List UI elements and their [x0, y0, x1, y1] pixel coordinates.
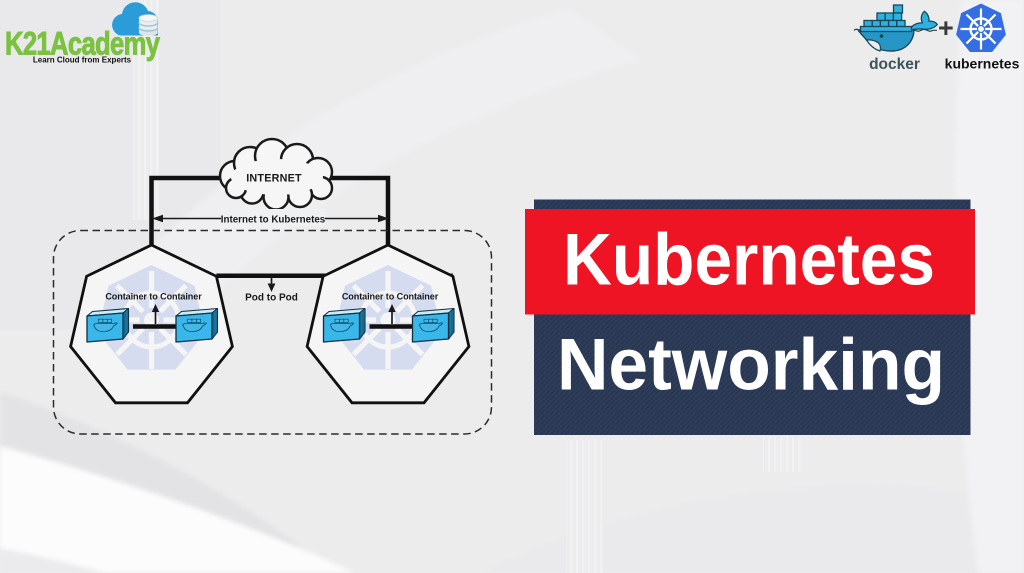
svg-text:docker: docker — [869, 56, 920, 73]
svg-text:INTERNET: INTERNET — [246, 173, 302, 185]
svg-text:Kubernetes: Kubernetes — [563, 218, 935, 300]
svg-text:K21Academy: K21Academy — [5, 27, 160, 62]
svg-text:Pod to Pod: Pod to Pod — [245, 293, 298, 304]
svg-text:Networking: Networking — [557, 324, 945, 406]
svg-text:kubernetes: kubernetes — [945, 56, 1020, 72]
svg-text:Learn Cloud from Experts: Learn Cloud from Experts — [33, 55, 132, 64]
svg-text:Internet to Kubernetes: Internet to Kubernetes — [221, 214, 326, 225]
svg-text:Container to Container: Container to Container — [105, 292, 202, 302]
